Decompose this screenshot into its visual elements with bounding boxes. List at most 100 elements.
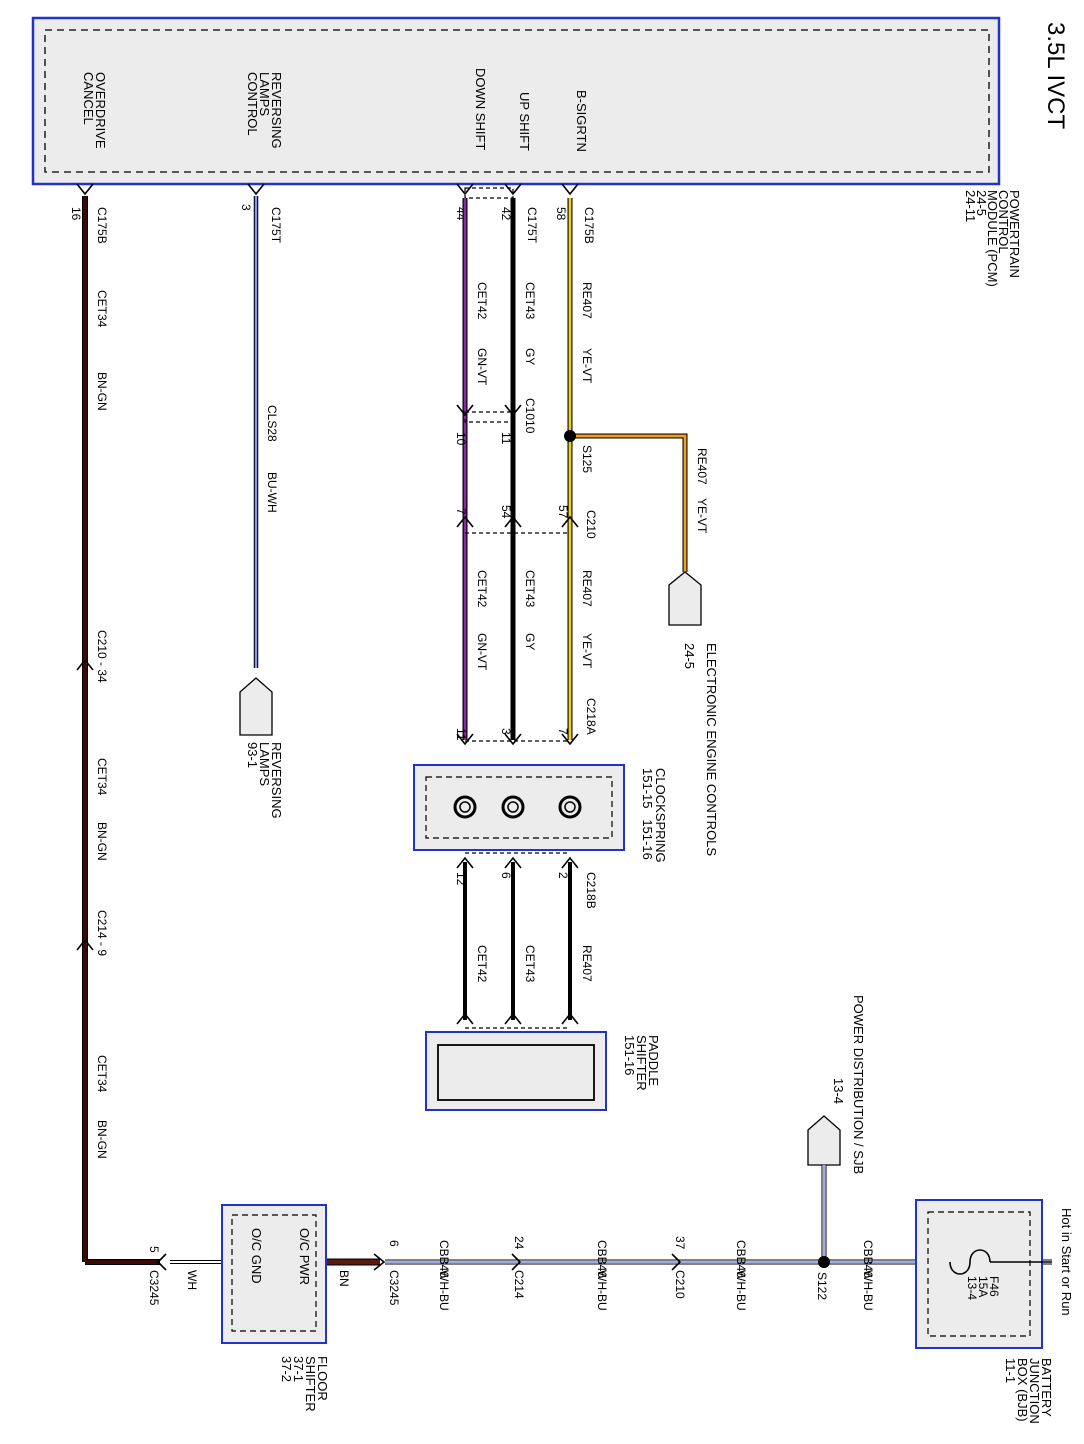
wire-circuit: CBB46 — [734, 1240, 748, 1278]
wire-circuit: CET34 — [95, 1055, 109, 1093]
pin-number: 2 — [556, 872, 570, 879]
wire-color: WH-BU — [861, 1270, 875, 1311]
wire-circuit: CET43 — [523, 570, 537, 608]
bjb-label: JUNCTION — [1027, 1358, 1042, 1424]
wire-circuit: CET34 — [95, 290, 109, 328]
reversing-lamps-ref: 93-1 — [245, 742, 260, 768]
power-distribution-ref: POWER DISTRIBUTION / SJB — [851, 995, 866, 1174]
pin-number: 54 — [499, 505, 513, 519]
bjb-label: 11-1 — [1003, 1358, 1018, 1383]
reversing-lamps-ref: LAMPS — [257, 742, 272, 786]
wire-circuit: CET43 — [523, 945, 537, 983]
wire-color: GN-VT — [475, 633, 489, 671]
paddle-chevrons — [456, 1012, 579, 1025]
pin-number: 6 — [499, 872, 513, 879]
pcm-shared-connector-dashed — [464, 187, 514, 199]
wire-color: BN-GN — [95, 372, 109, 411]
connector-label: C175B — [95, 207, 109, 244]
horizontal-connector-chevrons — [156, 1253, 682, 1271]
floor-shifter-label: SHIFTER — [303, 1356, 318, 1412]
wire-color: GY — [523, 633, 537, 650]
wire-cet34 — [82, 196, 160, 1265]
wire-color: WH — [185, 1270, 199, 1290]
pcm-name-line: 24-11 — [963, 190, 978, 222]
connector-label: C1010 — [523, 398, 537, 434]
paddle-shifter-label: PADDLE — [646, 1035, 661, 1086]
reversing-lamps-ref: REVERSING — [269, 742, 284, 819]
wire-circuit: CET43 — [523, 282, 537, 320]
splice-label: S122 — [815, 1272, 829, 1300]
connector-label: C218B — [584, 872, 598, 909]
pin-number: 7 — [556, 728, 570, 735]
pcm-pin-label: DOWN SHIFT — [473, 68, 488, 150]
pcm-box — [31, 16, 1001, 186]
pcm-name-line: CONTROL — [996, 190, 1011, 254]
connector-label: C210 - 34 — [95, 630, 109, 683]
clockspring-label: 151-15 151-16 — [640, 768, 655, 860]
connector-label: C3245 — [147, 1270, 161, 1306]
pin-number: 58 — [554, 207, 568, 221]
connector-label: C175T — [269, 207, 283, 244]
wire-circuit: CBB46 — [437, 1240, 451, 1278]
page-title: 3.5L IVCT — [1042, 22, 1069, 129]
floor-shifter-inner-dashed — [231, 1214, 317, 1332]
connector-label: C210 — [584, 510, 598, 539]
pin-number: 42 — [499, 207, 513, 221]
pcm-inner-dashed — [44, 29, 990, 173]
eec-ref: 24-5 — [682, 643, 697, 669]
floor-shifter-label: FLOOR — [315, 1356, 330, 1401]
bjb-label: BATTERY — [1039, 1358, 1054, 1417]
pin-number: 10 — [454, 432, 468, 446]
connector-label: C3245 — [387, 1270, 401, 1306]
wire-color: GN-VT — [475, 348, 489, 386]
wire-color: BN-GN — [95, 1120, 109, 1159]
pcm-name-line: 24-5 — [974, 190, 989, 216]
splice-s125-dot — [564, 430, 576, 442]
connector-label: C214 - 9 — [95, 910, 109, 956]
pcm-pin-label: CANCEL — [81, 72, 96, 125]
pcm-connector-chevrons — [76, 183, 579, 196]
eec-ref: ELECTRONIC ENGINE CONTROLS — [704, 643, 719, 856]
pcm-pin-label: B-SIGRTN — [574, 90, 589, 152]
clockspring-inner-dashed — [425, 776, 613, 839]
wire-color: BN-GN — [95, 822, 109, 861]
fuse-icon — [949, 1249, 991, 1275]
paddle-shifter-label: 151-16 — [622, 1035, 637, 1075]
wire-circuit: RE407 — [695, 448, 709, 485]
floor-shifter-pwr: O/C PWR — [297, 1228, 312, 1285]
pin-number: 7 — [454, 508, 468, 515]
pcm-pin-label: UP SHIFT — [517, 92, 532, 151]
wire-circuit: CET42 — [475, 570, 489, 608]
wire-color: BU-WH — [265, 472, 279, 513]
wire-circuit: CLS28 — [265, 405, 279, 442]
pin-number: 16 — [69, 207, 83, 221]
wire-color: WH-BU — [734, 1270, 748, 1311]
wire-circuit: CBB46 — [595, 1240, 609, 1278]
bjb-inner-dashed — [927, 1211, 1031, 1337]
eec-ref-shape — [668, 571, 702, 626]
pin-number: 12 — [454, 872, 468, 886]
wire-circuit: CET34 — [95, 758, 109, 796]
pin-number: 5 — [147, 1246, 161, 1253]
paddle-shifter-inner — [437, 1044, 595, 1101]
reversing-lamps-ref-shape — [239, 677, 273, 736]
wire-color: GY — [523, 348, 537, 365]
connector-label: C175B — [582, 207, 596, 244]
pin-number: 11 — [499, 432, 513, 445]
splice-s122-dot — [818, 1256, 830, 1268]
pin-number: 3 — [239, 204, 253, 211]
fuse-label: F46 — [987, 1276, 1001, 1297]
floor-shifter-label: 37-2 — [279, 1356, 294, 1382]
floor-shifter-box — [221, 1204, 327, 1344]
pcm-pin-label: CONTROL — [245, 72, 260, 136]
floor-shifter-gnd: O/C GND — [249, 1228, 264, 1284]
pin-number: 6 — [387, 1240, 401, 1247]
bjb-label: BOX (BJB) — [1015, 1358, 1030, 1422]
connector-label: C175T — [525, 207, 539, 244]
wire-re407 — [567, 198, 688, 1020]
pcm-name-line: POWERTRAIN — [1007, 190, 1022, 278]
connector-label: C210 — [673, 1270, 687, 1299]
floor-shifter-label: 37-1 — [291, 1356, 306, 1382]
c210-chevrons — [456, 515, 579, 528]
